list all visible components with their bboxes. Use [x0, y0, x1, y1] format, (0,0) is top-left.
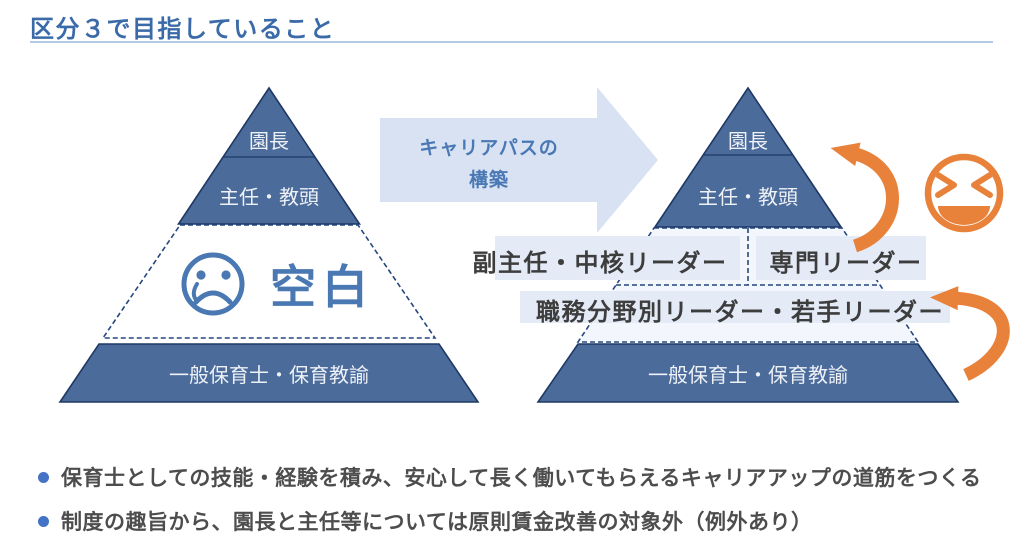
bullet-item: 制度の趣旨から、園長と主任等については原則賃金改善の対象外（例外あり）	[38, 506, 812, 536]
arrow-label-line1: キャリアパスの	[419, 137, 559, 159]
left-pyramid-top-shape	[177, 86, 361, 225]
left-pyramid-blank-zone	[101, 224, 437, 339]
mid-left-label: 副主任・中核リーダー	[473, 249, 728, 277]
mid-right-cell	[756, 236, 926, 280]
bullet-text: 制度の趣旨から、園長と主任等については原則賃金改善の対象外（例外あり）	[61, 511, 813, 534]
right-pyramid-bottom-shape	[536, 343, 960, 403]
right-pyramid: 園長 主任・教頭 副主任・中核リーダー 専門リーダー 職務分野別リーダー・若手リ…	[473, 86, 960, 403]
left-pyramid-bottom-shape	[58, 343, 480, 403]
curved-arrow-bottom-icon	[930, 286, 1010, 381]
left-pyramid-second-label: 主任・教頭	[219, 186, 319, 209]
mid-left-cell	[495, 236, 740, 280]
right-pyramid-top-shape	[653, 86, 843, 228]
sad-face-icon	[181, 252, 245, 316]
arrow-label-line2: 構築	[469, 168, 509, 191]
right-arrow-shape	[380, 87, 658, 233]
mid-right-label: 専門リーダー	[770, 249, 923, 277]
title-underline	[30, 41, 993, 43]
right-pyramid-bottom-label: 一般保育士・保育教諭	[648, 364, 848, 387]
mid-lower-label: 職務分野別リーダー・若手リーダー	[536, 298, 944, 326]
page-title: 区分３で目指していること	[30, 16, 336, 43]
career-path-arrow: キャリアパスの 構築	[380, 87, 658, 233]
left-pyramid: 園長 主任・教頭 一般保育士・保育教諭 空白	[58, 86, 480, 403]
right-pyramid-second-label: 主任・教頭	[698, 186, 798, 209]
laughing-face-icon	[924, 153, 1004, 233]
bullet-dot-icon	[38, 471, 49, 483]
mid-lower-cell	[520, 291, 950, 323]
bullet-item: 保育士としての技能・経験を積み、安心して長く働いてもらえるキャリアアップの道筋を…	[38, 462, 982, 492]
left-pyramid-top-label: 園長	[249, 131, 289, 153]
bullet-dot-icon	[38, 515, 49, 527]
right-pyramid-top-label: 園長	[728, 131, 768, 153]
bullet-text: 保育士としての技能・経験を積み、安心して長く働いてもらえるキャリアアップの道筋を…	[61, 467, 982, 490]
curved-arrow-top-icon	[830, 142, 899, 253]
left-pyramid-blank-label: 空白	[270, 261, 374, 313]
left-pyramid-bottom-label: 一般保育士・保育教諭	[169, 364, 369, 387]
